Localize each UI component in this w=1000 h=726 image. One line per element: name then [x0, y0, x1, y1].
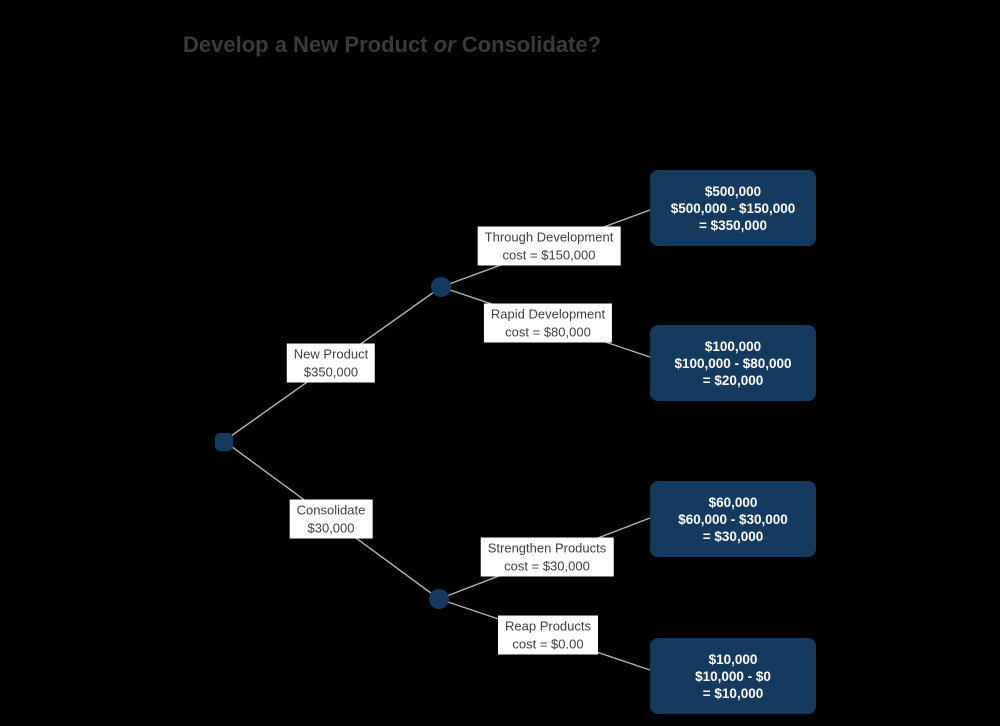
decision-node	[215, 433, 233, 451]
payoff-gross: $10,000	[708, 651, 758, 667]
title-part-3: Consolidate?	[455, 32, 602, 57]
branch-value: $30,000	[307, 520, 355, 535]
branch-cost: cost = $150,000	[502, 247, 596, 262]
payoff-calculation: $10,000 - $0	[695, 668, 771, 684]
payoff-net: = $350,000	[699, 217, 767, 233]
branch-label-strengthen-products: Strengthen Products cost = $30,000	[480, 537, 614, 577]
branch-label-new-product: New Product $350,000	[286, 343, 376, 383]
branch-label-reap-products: Reap Products cost = $0.00	[498, 615, 598, 655]
branch-label-through-development: Through Development cost = $150,000	[477, 226, 621, 266]
payoff-gross: $60,000	[708, 494, 758, 510]
branch-value: $350,000	[303, 364, 359, 379]
chance-node-consolidate	[429, 589, 449, 609]
payoff-net: = $10,000	[702, 685, 764, 701]
payoff-box-through-development: $500,000 $500,000 - $150,000 = $350,000	[650, 170, 816, 246]
branch-name: Reap Products	[505, 618, 591, 634]
payoff-box-rapid-development: $100,000 $100,000 - $80,000 = $20,000	[650, 325, 816, 401]
branch-cost: cost = $30,000	[504, 558, 590, 573]
branch-name: Consolidate	[296, 502, 366, 518]
payoff-calculation: $500,000 - $150,000	[670, 200, 796, 216]
page-title: Develop a New Product or Consolidate?	[183, 31, 601, 59]
title-part-or: or	[433, 32, 456, 57]
branch-label-rapid-development: Rapid Development cost = $80,000	[483, 303, 613, 343]
branch-name: Strengthen Products	[487, 540, 607, 556]
branch-name: New Product	[293, 346, 369, 362]
payoff-net: = $20,000	[702, 372, 764, 388]
branch-name: Through Development	[484, 229, 614, 245]
payoff-box-strengthen-products: $60,000 $60,000 - $30,000 = $30,000	[650, 481, 816, 557]
payoff-gross: $100,000	[704, 338, 762, 354]
branch-label-consolidate: Consolidate $30,000	[289, 499, 373, 539]
title-part-1: Develop a New Product	[183, 32, 434, 57]
branch-cost: cost = $0.00	[512, 636, 584, 651]
chance-node-develop	[431, 277, 451, 297]
payoff-box-reap-products: $10,000 $10,000 - $0 = $10,000	[650, 638, 816, 714]
payoff-net: = $30,000	[702, 528, 764, 544]
payoff-calculation: $100,000 - $80,000	[674, 355, 792, 371]
payoff-gross: $500,000	[704, 183, 762, 199]
payoff-calculation: $60,000 - $30,000	[678, 511, 788, 527]
branch-cost: cost = $80,000	[505, 324, 591, 339]
branch-name: Rapid Development	[490, 306, 606, 322]
